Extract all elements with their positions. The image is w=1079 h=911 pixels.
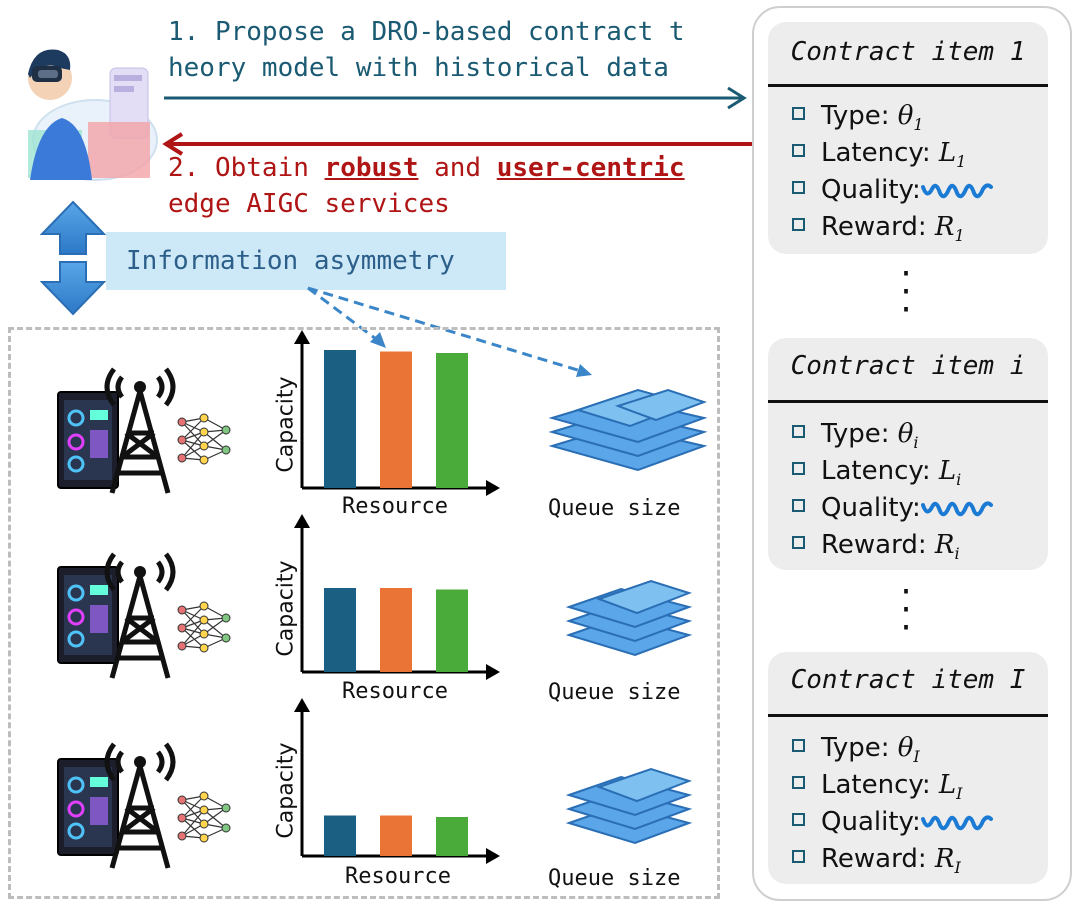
bullet-icon <box>792 739 805 752</box>
computer-tower-icon <box>57 566 119 664</box>
information-asymmetry-box <box>106 232 506 290</box>
bar <box>436 353 468 488</box>
bar <box>380 815 412 856</box>
step1-text: 1. Propose a DRO-based contract t heory … <box>168 14 748 86</box>
step2-text: 2. Obtain robust and user-centric edge A… <box>168 150 748 222</box>
bar <box>436 817 468 856</box>
bullet-icon <box>792 144 805 157</box>
wavy-quality-icon <box>920 500 993 516</box>
contract-reward-row: Reward: Ri <box>792 527 960 572</box>
ellipsis-dots: ··· <box>896 575 916 646</box>
resource-axis-label: Resource <box>342 679 448 704</box>
capacity-bar-chart-1 <box>294 330 500 496</box>
contract-latency-row: Latency: LI <box>792 767 963 812</box>
contract-type-row: Type: θi <box>792 416 919 461</box>
contract-title: Contract item 1 <box>790 37 1026 67</box>
wavy-quality-icon <box>920 182 993 198</box>
computer-tower-icon <box>57 758 119 856</box>
step2-line2: edge AIGC services <box>168 189 450 219</box>
contract-title: Contract item i <box>790 351 1026 381</box>
antenna-tower-icon <box>104 367 176 494</box>
contract-latency-row: Latency: Li <box>792 453 961 498</box>
contract-latency-row: Latency: L1 <box>792 135 966 180</box>
queue-size-label: Queue size <box>548 680 681 705</box>
contract-quality-row: Quality: <box>792 172 993 208</box>
capacity-axis-label: Capacity <box>273 742 299 839</box>
bar <box>380 588 412 672</box>
bar <box>324 350 356 488</box>
queue-stack-icon <box>565 767 693 845</box>
information-asymmetry-label: Information asymmetry <box>126 246 455 276</box>
bullet-icon <box>792 813 805 826</box>
capacity-bar-chart-2 <box>294 514 500 680</box>
contract-card-I: Contract item I Type: θI Latency: LI Qua… <box>768 652 1048 884</box>
x-axis-arrowhead <box>486 480 500 496</box>
x-axis-arrowhead <box>486 848 500 864</box>
neural-network-icon <box>177 413 231 465</box>
queue-stack-icon <box>565 579 693 657</box>
contract-title: Contract item I <box>790 665 1026 695</box>
contract-reward-row: Reward: R1 <box>792 209 965 254</box>
bullet-icon <box>792 536 805 549</box>
x-axis-arrowhead <box>486 664 500 680</box>
queue-stack-icon <box>548 388 708 472</box>
bar <box>324 588 356 672</box>
step2-robust: robust <box>324 153 419 183</box>
contract-card-1: Contract item 1 Type: θ1 Latency: L1 Qua… <box>768 22 1048 254</box>
queue-size-label: Queue size <box>548 866 681 891</box>
bullet-icon <box>792 499 805 512</box>
bar <box>380 351 412 488</box>
contract-quality-row: Quality: <box>792 490 993 526</box>
flow-arrows <box>162 86 752 156</box>
divider <box>768 84 1048 87</box>
step1-line2: heory model with historical data <box>168 53 669 83</box>
neural-network-icon <box>177 601 231 653</box>
divider <box>768 400 1048 403</box>
neural-network-icon <box>177 791 231 843</box>
contract-reward-row: Reward: RI <box>792 841 961 886</box>
contract-quality-row: Quality: <box>792 804 993 840</box>
vr-user-icon <box>28 49 158 181</box>
divider <box>768 714 1048 717</box>
computer-tower-icon <box>57 391 119 489</box>
asymmetry-dashed-arrows <box>307 286 592 377</box>
y-axis-arrowhead <box>294 698 310 712</box>
step2-user-centric: user-centric <box>496 153 685 183</box>
bar <box>324 815 356 856</box>
antenna-tower-icon <box>104 552 176 679</box>
queue-size-label: Queue size <box>548 496 681 521</box>
bullet-icon <box>792 850 805 863</box>
capacity-axis-label: Capacity <box>273 376 299 473</box>
step1-line1: 1. Propose a DRO-based contract t <box>168 17 685 47</box>
capacity-axis-label: Capacity <box>273 560 299 657</box>
bullet-icon <box>792 462 805 475</box>
resource-axis-label: Resource <box>345 864 451 889</box>
antenna-tower-icon <box>104 742 176 869</box>
bullet-icon <box>792 107 805 120</box>
step2-and: and <box>418 153 497 183</box>
contract-type-row: Type: θ1 <box>792 98 924 143</box>
contract-type-row: Type: θI <box>792 730 920 775</box>
bullet-icon <box>792 776 805 789</box>
wavy-quality-icon <box>920 814 993 830</box>
y-axis-arrowhead <box>294 514 310 528</box>
step2-prefix: 2. Obtain <box>168 153 325 183</box>
bullet-icon <box>792 218 805 231</box>
edge-servers-box <box>8 327 720 899</box>
resource-axis-label: Resource <box>342 494 448 519</box>
contract-card-i: Contract item i Type: θi Latency: Li Qua… <box>768 338 1048 570</box>
capacity-bar-chart-3 <box>294 698 500 864</box>
y-axis-arrowhead <box>294 330 310 344</box>
bullet-icon <box>792 181 805 194</box>
bar <box>436 589 468 672</box>
ellipsis-dots: ··· <box>896 257 916 328</box>
double-arrow-icon <box>39 200 107 316</box>
bullet-icon <box>792 425 805 438</box>
